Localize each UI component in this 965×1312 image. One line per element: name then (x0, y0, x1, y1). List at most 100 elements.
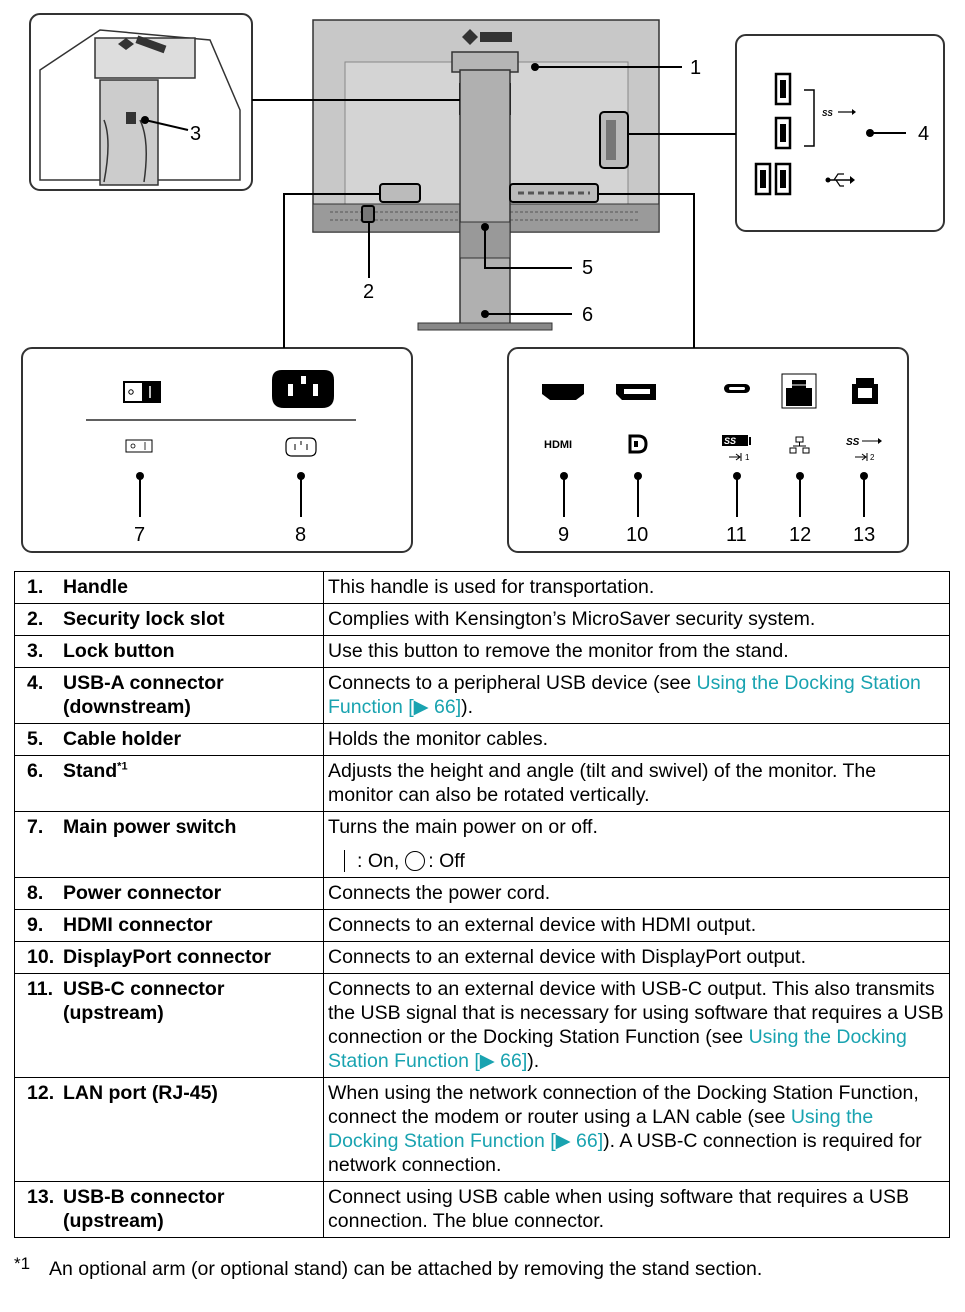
power-inlet-icon (272, 370, 334, 408)
component-name: Lock button (63, 640, 175, 662)
row-number: 12. (27, 1082, 55, 1104)
displayport-logo-icon (628, 434, 648, 454)
table-row: 6. Stand*1 Adjusts the height and angle (… (14, 755, 950, 812)
row-number: 13. (27, 1186, 55, 1208)
usb-trident-icon (825, 173, 855, 187)
callout-2: 2 (363, 281, 374, 303)
component-description: Connects to an external device with Disp… (323, 941, 950, 974)
component-name: USB-B connector (upstream) (63, 1186, 225, 1232)
inset-lock-button (29, 13, 253, 191)
table-row: 7. Main power switch Turns the main power… (14, 811, 950, 878)
upstream-arrow-icon (855, 453, 868, 461)
network-icon (789, 436, 810, 454)
component-description: Connect using USB cable when using softw… (323, 1181, 950, 1238)
power-on-icon (344, 850, 345, 872)
table-row: 12. LAN port (RJ-45) When using the netwo… (14, 1077, 950, 1182)
docking-station-link[interactable]: Using the Docking Station Function [▶ 66… (328, 672, 921, 718)
component-name: Power connector (63, 882, 222, 904)
component-name: LAN port (RJ-45) (63, 1082, 218, 1104)
component-description: Turns the main power on or off. : On, : … (323, 811, 950, 878)
usb-b-ss-label: SS (846, 437, 860, 448)
row-number: 8. (27, 882, 44, 904)
displayport-port-icon (616, 384, 656, 400)
callout-11: 11 (726, 524, 747, 546)
component-description: Adjusts the height and angle (tilt and s… (323, 755, 950, 812)
component-description: When using the network connection of the… (323, 1077, 950, 1182)
table-row: 3. Lock button Use this button to remove … (14, 635, 950, 668)
eizo-logo-icon (462, 29, 512, 45)
hdmi-port-icon (542, 384, 584, 400)
row-number: 1. (27, 576, 44, 598)
component-name: Stand (63, 760, 118, 782)
callout-12: 12 (789, 524, 811, 546)
row-number: 4. (27, 672, 44, 694)
component-name: Main power switch (63, 816, 237, 838)
component-description: This handle is used for transportation. (323, 571, 950, 604)
footnote: *1 An optional arm (or optional stand) ca… (14, 1254, 950, 1281)
usb-trident-icon (862, 438, 882, 444)
row-number: 6. (27, 760, 44, 782)
usb-b-port-icon (852, 378, 878, 404)
callout-10: 10 (626, 524, 648, 546)
row-number: 3. (27, 640, 44, 662)
hdmi-logo: HDMI (544, 439, 572, 451)
lan-port-icon (781, 373, 817, 409)
component-description: Connects the power cord. (323, 877, 950, 910)
callout-8: 8 (295, 524, 306, 546)
table-row: 1. Handle This handle is used for transpo… (14, 571, 950, 604)
callout-5: 5 (582, 257, 593, 279)
callout-3: 3 (190, 123, 201, 145)
table-row: 8. Power connector Connects the power cor… (14, 877, 950, 910)
row-number: 10. (27, 946, 55, 968)
table-row: 11.USB-C connector (upstream) Connects t… (14, 973, 950, 1078)
component-name: Security lock slot (63, 608, 225, 630)
row-number: 7. (27, 816, 44, 838)
component-name: Handle (63, 576, 129, 598)
callout-9: 9 (558, 524, 569, 546)
callout-1: 1 (690, 57, 701, 79)
usb-c-upstream-number: 1 (745, 453, 750, 462)
inset-rear-ports: HDMI SS 1 SS (507, 347, 909, 553)
component-table: 1. Handle This handle is used for transpo… (14, 571, 950, 1238)
callout-numbers: 1 2 3 4 5 6 7 8 9 10 11 12 13 (134, 57, 929, 546)
footnote-ref: *1 (117, 760, 128, 773)
usb-ss-label: SS (822, 109, 833, 118)
table-row: 5. Cable holder Holds the monitor cables. (14, 723, 950, 756)
component-description: Use this button to remove the monitor fr… (323, 635, 950, 668)
inset-power (21, 347, 413, 553)
upstream-arrow-icon (729, 453, 742, 461)
table-row: 10. DisplayPort connector Connects to an … (14, 941, 950, 974)
docking-station-link[interactable]: Using the Docking Station Function [▶ 66… (328, 1106, 874, 1152)
component-description: Holds the monitor cables. (323, 723, 950, 756)
footnote-text: An optional arm (or optional stand) can … (49, 1258, 763, 1280)
table-row: 4. USB-A connector (downstream) Connects … (14, 667, 950, 724)
docking-station-link[interactable]: Using the Docking Station Function [▶ 66… (328, 1026, 907, 1072)
power-symbol-legend: : On, : Off (328, 849, 945, 873)
table-row: 13. USB-B connector (upstream) Connect us… (14, 1181, 950, 1238)
component-name: USB-A connector (downstream) (63, 672, 224, 718)
monitor-rear (312, 19, 660, 331)
callout-7: 7 (134, 524, 145, 546)
table-row: 2. Security lock slot Complies with Kensi… (14, 603, 950, 636)
component-name: USB-C connector (upstream) (63, 978, 225, 1024)
footnote-mark: *1 (14, 1254, 31, 1273)
usb-b-upstream-number: 2 (870, 453, 875, 462)
component-description: Connects to an external device with HDMI… (323, 909, 950, 942)
row-number: 9. (27, 914, 44, 936)
component-name: Cable holder (63, 728, 182, 750)
power-off-icon (405, 851, 426, 871)
usb-ss-10gbps-icon: SS (722, 435, 751, 446)
rear-view-diagram: SS (21, 13, 945, 553)
usb-c-port-icon (724, 384, 750, 393)
component-name: HDMI connector (63, 914, 213, 936)
component-description: Connects to an external device with USB-… (323, 973, 950, 1078)
row-number: 2. (27, 608, 44, 630)
leader-lines (252, 66, 736, 348)
component-name: DisplayPort connector (63, 946, 272, 968)
usb-trident-icon (838, 109, 856, 115)
callout-4: 4 (918, 123, 929, 145)
component-description: Complies with Kensington’s MicroSaver se… (323, 603, 950, 636)
component-description: Connects to a peripheral USB device (see… (323, 667, 950, 724)
svg-text:SS: SS (724, 436, 736, 446)
row-number: 5. (27, 728, 44, 750)
